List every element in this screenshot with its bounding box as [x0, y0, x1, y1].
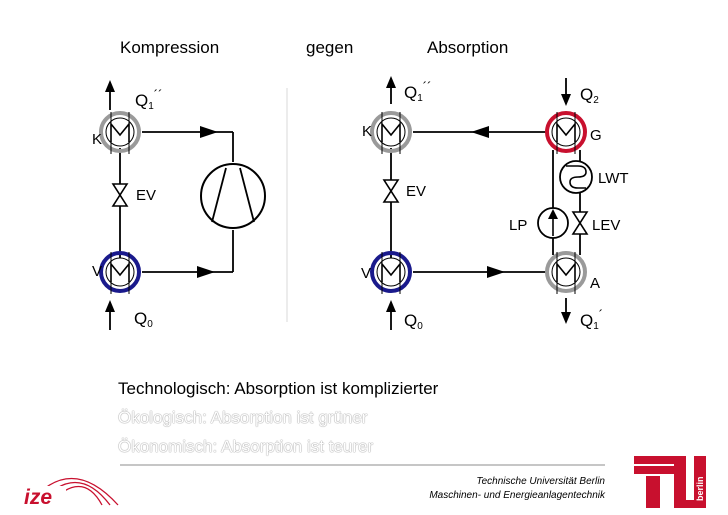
abs-pump-label: LP — [509, 217, 527, 234]
absorption-cycle — [370, 76, 593, 330]
compression-cycle — [99, 80, 266, 330]
comp-expansion-valve-label: EV — [136, 187, 156, 204]
title-gegen: gegen — [306, 38, 354, 57]
title-absorption: Absorption — [427, 38, 509, 57]
abs-solution-valve-label: LEV — [592, 217, 620, 234]
footer-university: Technische Universität Berlin — [476, 476, 605, 487]
abs-generator-label: G — [590, 127, 602, 144]
abs-heat-out-label: Q1´´ — [404, 79, 431, 104]
abs-condenser-label: K — [362, 123, 372, 140]
solution-pump-icon — [537, 207, 569, 239]
abs-flow-arrow-bottom-icon — [487, 266, 505, 278]
comp-condenser-label: K — [92, 131, 102, 148]
abs-generator-heat-label: Q2 — [580, 85, 599, 106]
svg-text:berlin: berlin — [695, 476, 705, 501]
title-compression: Kompression — [120, 38, 220, 57]
svg-text:ize: ize — [24, 486, 52, 509]
ize-logo: ize — [22, 477, 119, 509]
comp-heat-out-label: Q1´´ — [135, 87, 162, 112]
abs-absorber-heat-label: Q1´ — [580, 307, 603, 332]
compressor-icon — [200, 163, 266, 229]
solution-expansion-valve-icon — [571, 211, 589, 235]
compression-evaporator-icon — [99, 251, 141, 294]
flow-arrow-bottom-icon — [197, 266, 215, 278]
absorption-condenser-icon — [370, 111, 412, 154]
absorption-expansion-valve-icon — [382, 179, 400, 203]
statement-technological: Technologisch: Absorption ist komplizier… — [118, 379, 439, 398]
compression-condenser-icon — [99, 111, 141, 154]
abs-absorber-label: A — [590, 275, 600, 292]
absorption-evaporator-icon — [370, 251, 412, 294]
statement-economic: Ökonomisch: Absorption ist teurer — [118, 437, 374, 456]
abs-evaporator-label: V — [361, 265, 371, 282]
absorber-icon — [545, 251, 587, 294]
compression-expansion-valve-icon — [111, 183, 129, 207]
generator-icon — [545, 111, 587, 154]
abs-flow-arrow-top-icon — [471, 126, 489, 138]
flow-arrow-top-icon — [200, 126, 218, 138]
statement-ecological: Ökologisch: Absorption ist grüner — [118, 408, 368, 427]
abs-heat-exchanger-label: LWT — [598, 170, 629, 187]
solution-heat-exchanger-icon — [559, 160, 593, 194]
abs-expansion-valve-label: EV — [406, 183, 426, 200]
tu-berlin-logo: berlin — [634, 456, 706, 508]
comp-heat-in-label: Q0 — [134, 309, 153, 330]
abs-heat-in-label: Q0 — [404, 311, 423, 332]
footer-institute: Maschinen- und Energieanlagentechnik — [429, 490, 605, 501]
comp-evaporator-label: V — [92, 263, 102, 280]
